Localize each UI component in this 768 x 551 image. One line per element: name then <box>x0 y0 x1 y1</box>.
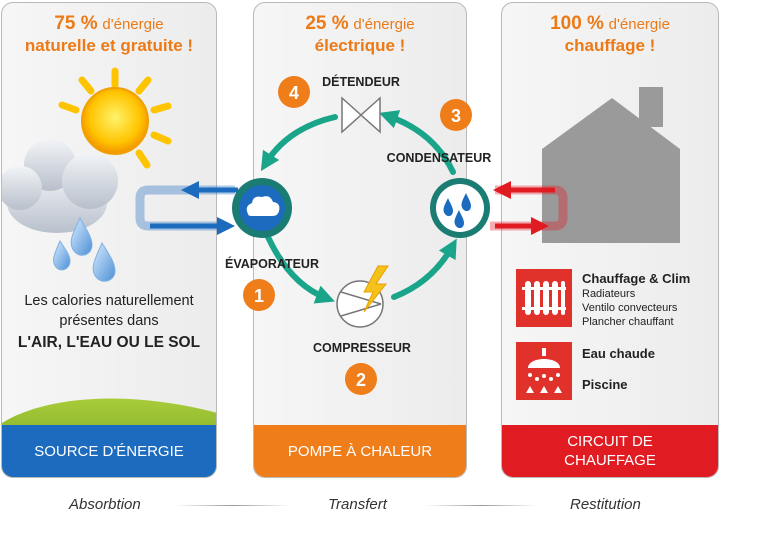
heating-item: Radiateurs <box>582 288 636 300</box>
heating-item: Ventilo convecteurs <box>582 302 678 314</box>
heating-circuit-footer: CIRCUIT DE CHAUFFAGE <box>502 425 718 477</box>
heating-item: Plancher chauffant <box>582 316 674 328</box>
step-badge-2: 2 <box>345 363 377 395</box>
heat-pump-label: POMPE À CHALEUR <box>287 442 433 460</box>
compresseur-label: COMPRESSEUR <box>313 341 411 355</box>
pool-label: Piscine <box>582 377 628 392</box>
restitution-loop-arrows <box>490 181 568 235</box>
calories-line1: Les calories naturellement <box>24 293 194 309</box>
heating-circuit-label-line2: CHAUFFAGE <box>564 452 656 469</box>
heating-title: Chauffage & Clim <box>582 271 691 286</box>
calories-text: Les calories naturellement présentes dan… <box>2 291 216 353</box>
energy-source-label: SOURCE D'ÉNERGIE <box>34 442 184 460</box>
right-headline-line2: chauffage ! <box>564 36 656 55</box>
condenser-icon <box>430 178 490 238</box>
compressor-icon <box>336 265 389 328</box>
right-headline: 100 % d'énergie chauffage ! <box>502 13 718 56</box>
step-badge-4: 4 <box>278 76 310 108</box>
rain-drops-icon <box>52 216 116 282</box>
step-badge-1: 1 <box>243 279 275 311</box>
left-percent-suffix: d'énergie <box>102 16 164 33</box>
condensateur-label: CONDENSATEUR <box>387 151 492 165</box>
separator-line <box>175 505 290 506</box>
energy-source-footer: SOURCE D'ÉNERGIE <box>2 425 216 477</box>
step-number: 3 <box>451 106 461 126</box>
heating-circuit-panel: 100 % d'énergie chauffage ! Chauffage & … <box>501 2 719 478</box>
step-badge-3: 3 <box>440 99 472 131</box>
calories-line3: L'AIR, L'EAU OU LE SOL <box>17 334 201 351</box>
energy-source-panel: 75 % d'énergie naturelle et gratuite ! <box>1 2 217 478</box>
heating-circuit-label-line1: CIRCUIT DE <box>567 433 653 450</box>
step-number: 2 <box>356 370 366 390</box>
separator-line <box>425 505 537 506</box>
restitution-label: Restitution <box>570 496 641 513</box>
house-icon <box>542 87 680 243</box>
cloud-icon <box>2 139 118 233</box>
middle-headline: 25 % d'énergie électrique ! <box>254 13 466 56</box>
right-percent: 100 % <box>550 13 604 34</box>
left-percent: 75 % <box>54 13 98 34</box>
hot-water-label: Eau chaude <box>582 346 655 361</box>
evaporator-icon <box>232 178 292 238</box>
right-percent-suffix: d'énergie <box>608 16 670 33</box>
step-number: 4 <box>289 83 299 103</box>
middle-headline-line2: électrique ! <box>314 36 406 55</box>
evaporateur-label: ÉVAPORATEUR <box>225 256 319 271</box>
transfer-label: Transfert <box>328 496 387 513</box>
heat-pump-footer: POMPE À CHALEUR <box>254 425 466 477</box>
absorption-label: Absorbtion <box>69 496 141 513</box>
house-illustration <box>542 87 680 243</box>
refrigerant-cycle-arrows <box>260 110 457 304</box>
sun-icon <box>58 67 172 169</box>
step-number: 1 <box>254 286 264 306</box>
heating-text: Chauffage & Clim Radiateurs Ventilo conv… <box>582 271 690 329</box>
middle-percent-suffix: d'énergie <box>353 16 415 33</box>
left-headline-line2: naturelle et gratuite ! <box>24 36 194 55</box>
detendeur-label: DÉTENDEUR <box>322 74 400 89</box>
left-headline: 75 % d'énergie naturelle et gratuite ! <box>2 13 216 56</box>
middle-percent: 25 % <box>305 13 349 34</box>
absorption-loop-arrows <box>135 181 238 235</box>
calories-line2: présentes dans <box>59 313 159 329</box>
expansion-valve-icon <box>341 96 381 134</box>
shower-icon <box>516 342 572 400</box>
radiator-icon <box>516 269 572 327</box>
